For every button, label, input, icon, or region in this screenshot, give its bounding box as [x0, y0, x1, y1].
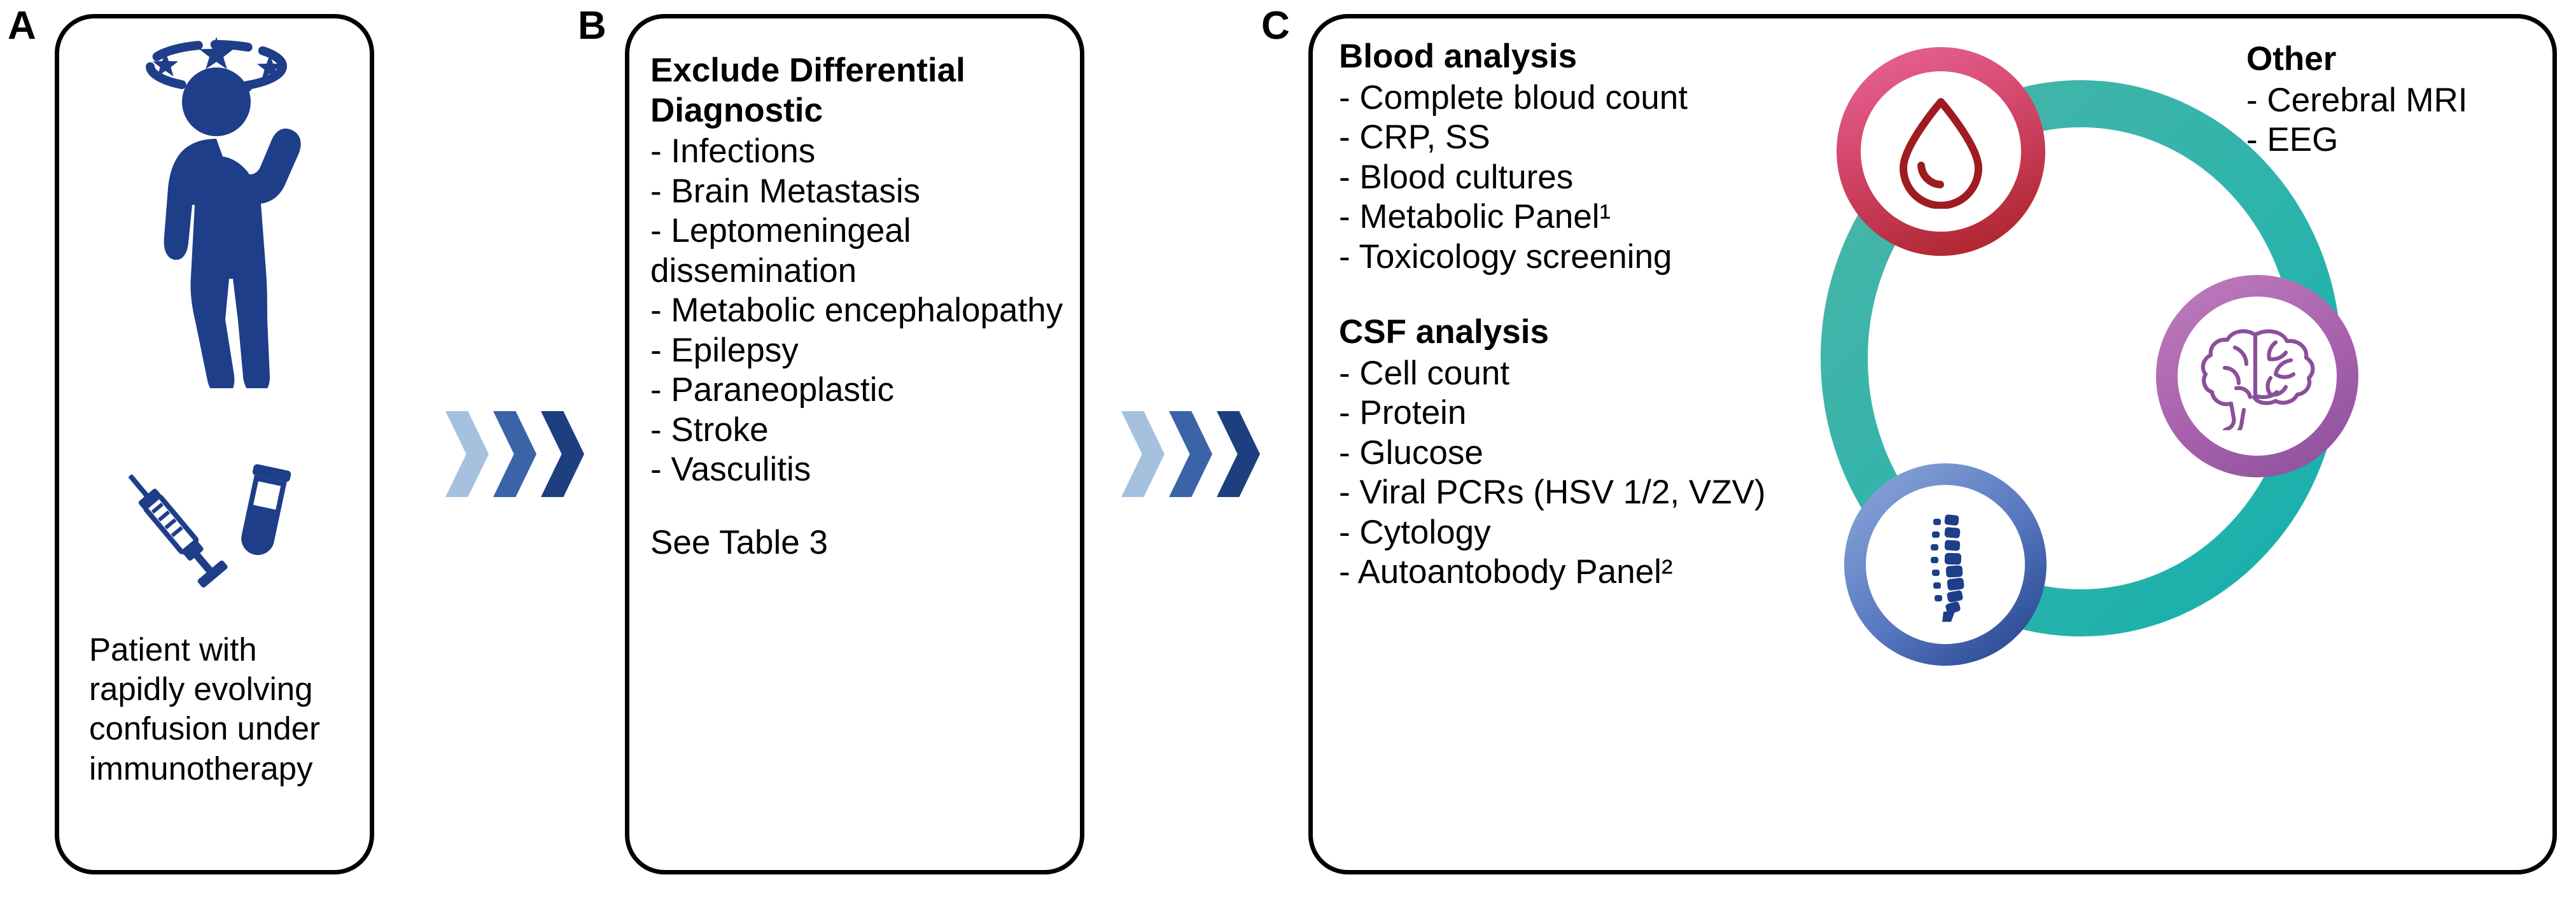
list-item: - Metabolic Panel¹	[1339, 198, 1611, 236]
spine-icon	[1931, 514, 1964, 622]
list-item: - Cerebral MRI	[2246, 81, 2468, 119]
panel-letter-c: C	[1261, 4, 1290, 48]
panel-b-content: Exclude Differential Diagnostic - Infect…	[650, 51, 1070, 563]
blood-analysis-block: Blood analysis - Complete bloud count - …	[1339, 37, 1823, 277]
list-item: - Vasculitis	[650, 451, 811, 489]
brain-icon	[2201, 329, 2315, 430]
list-item: - Autoantobody Panel²	[1339, 553, 1673, 591]
blood-drop-icon	[1900, 98, 1982, 209]
panel-b	[625, 14, 1084, 874]
panel-c-left-column: Blood analysis - Complete bloud count - …	[1339, 37, 1823, 593]
other-block: Other - Cerebral MRI - EEG	[2246, 39, 2526, 160]
list-item: - Protein	[1339, 394, 1467, 432]
list-item: - Blood cultures	[1339, 158, 1574, 196]
panel-letter-b: B	[578, 4, 606, 48]
list-item: - CRP, SS	[1339, 118, 1490, 157]
chevron-right-icon	[1217, 411, 1260, 497]
confused-patient-icon	[76, 25, 356, 395]
chevron-right-icon	[1169, 411, 1212, 497]
spacer	[650, 490, 1070, 523]
list-item: - Paraneoplastic	[650, 371, 894, 409]
panel-letter-a: A	[8, 4, 36, 48]
list-item: - Metabolic encephalopathy	[650, 291, 1063, 330]
connector-arrows-b-to-c	[1121, 411, 1260, 497]
syringe-test-tube-icon	[108, 439, 325, 611]
list-item: - Glucose	[1339, 433, 1483, 472]
list-item: - Cytology	[1339, 513, 1491, 551]
connector-arrows-a-to-b	[445, 411, 584, 497]
list-item: - Complete bloud count	[1339, 78, 1688, 116]
brain-node	[2156, 275, 2358, 477]
list-item: - Stroke	[650, 410, 769, 449]
panel-c	[1308, 14, 2557, 874]
other-title: Other	[2246, 40, 2337, 78]
csf-analysis-title: CSF analysis	[1339, 313, 1549, 351]
chevron-right-icon	[445, 411, 489, 497]
spine-node	[1844, 463, 2047, 666]
chevron-right-icon	[493, 411, 536, 497]
panel-b-title: Exclude Differential Diagnostic	[650, 52, 965, 129]
list-item: - Cell count	[1339, 354, 1510, 392]
chevron-right-icon	[541, 411, 584, 497]
blood-drop-node	[1837, 47, 2045, 256]
list-item: - Toxicology screening	[1339, 237, 1672, 276]
list-item: - Leptomeningeal dissemination	[650, 212, 921, 290]
panel-a-caption: Patient with rapidly evolving confusion …	[89, 631, 320, 787]
list-item: - Epilepsy	[650, 331, 799, 369]
list-item: - Viral PCRs (HSV 1/2, VZV)	[1339, 474, 1766, 512]
list-item: - Brain Metastasis	[650, 172, 921, 210]
list-item: - Infections	[650, 132, 816, 171]
panel-b-footnote: See Table 3	[650, 523, 828, 561]
blood-analysis-title: Blood analysis	[1339, 38, 1578, 75]
chevron-right-icon	[1121, 411, 1165, 497]
csf-analysis-block: CSF analysis - Cell count - Protein - Gl…	[1339, 312, 1823, 593]
